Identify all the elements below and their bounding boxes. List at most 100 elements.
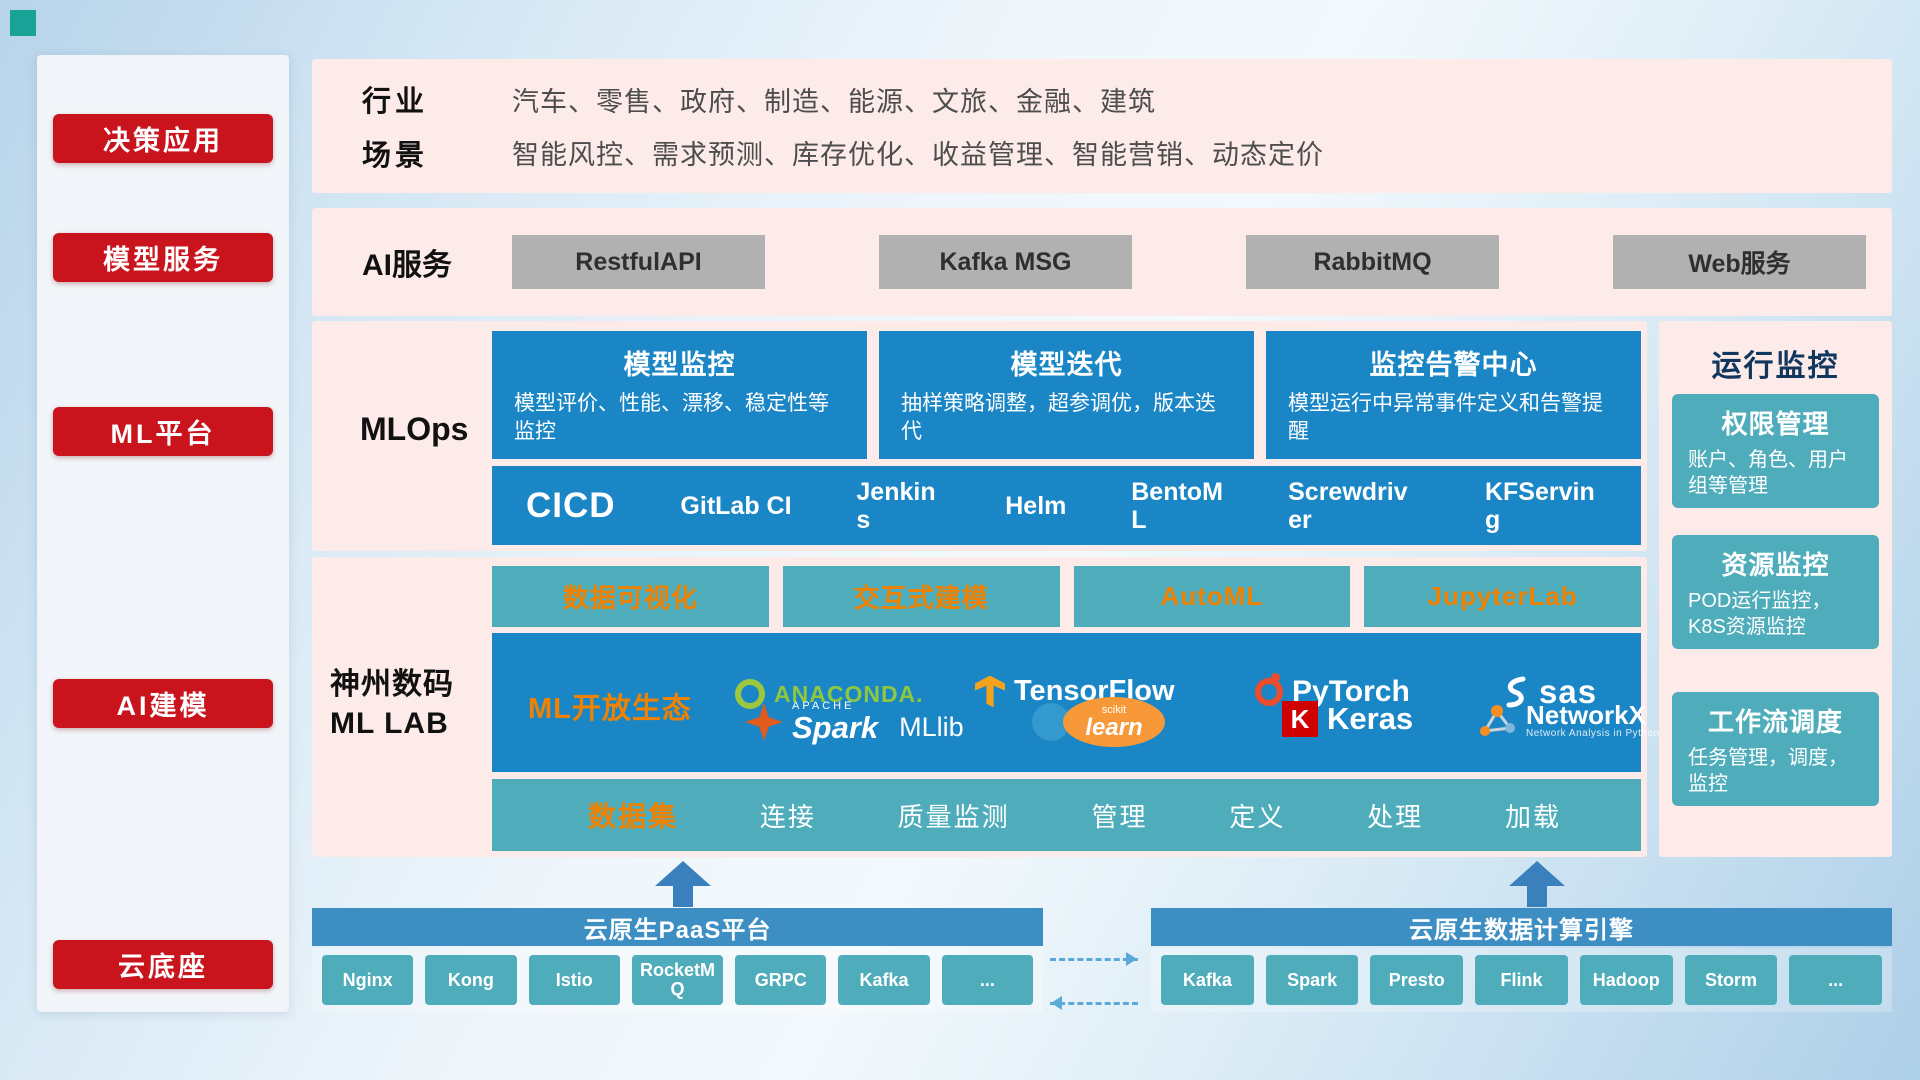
scenario-row: 场景 智能风控、需求预测、库存优化、收益管理、智能营销、动态定价 xyxy=(362,132,1872,174)
dataset-step-define: 定义 xyxy=(1229,801,1286,832)
kafka-msg-button[interactable]: Kafka MSG xyxy=(879,235,1132,289)
card-title: 权限管理 xyxy=(1721,409,1830,439)
dashed-arrow-right-icon xyxy=(1050,952,1138,966)
pytorch-icon xyxy=(1255,673,1283,706)
paas-tech-rocketmq[interactable]: RocketMQ xyxy=(631,955,724,1005)
spark-wordmark: APACHE Spark xyxy=(792,700,879,745)
ml-lab-tools: 数据可视化 交互式建模 AutoML JupyterLab xyxy=(492,566,1641,627)
cicd-item-helm: Helm xyxy=(1005,491,1067,520)
ml-lab-label: 神州数码 ML LAB xyxy=(330,665,488,743)
model-monitor-card: 模型监控 模型评价、性能、漂移、稳定性等监控 xyxy=(492,331,867,459)
industry-scenario-panel: 行业 汽车、零售、政府、制造、能源、文旅、金融、建筑 场景 智能风控、需求预测、… xyxy=(312,59,1892,193)
engine-tech-spark[interactable]: Spark xyxy=(1265,955,1359,1005)
ml-lab-panel: 神州数码 ML LAB 数据可视化 交互式建模 AutoML JupyterLa… xyxy=(312,557,1659,857)
paas-tech-kafka[interactable]: Kafka xyxy=(838,955,930,1005)
anaconda-wordmark: ANACONDA. xyxy=(774,680,924,707)
sas-icon xyxy=(1506,676,1526,708)
paas-tech-grpc[interactable]: GRPC xyxy=(735,955,827,1005)
workflow-scheduler-card: 工作流调度 任务管理，调度，监控 xyxy=(1672,692,1879,806)
card-desc: 模型运行中异常事件定义和告警提醒 xyxy=(1288,392,1603,444)
anaconda-logo: ANACONDA. xyxy=(735,679,924,709)
up-arrow-icon xyxy=(1509,861,1565,907)
tensorflow-icon xyxy=(975,675,1005,708)
sklearn-oval-icon: scikit learn xyxy=(1063,697,1165,747)
anaconda-icon xyxy=(735,679,765,709)
scenario-label: 场景 xyxy=(362,139,429,172)
engine-tech-presto[interactable]: Presto xyxy=(1370,955,1464,1005)
paas-tech-nginx[interactable]: Nginx xyxy=(322,955,414,1005)
alert-center-card: 监控告警中心 模型运行中异常事件定义和告警提醒 xyxy=(1266,331,1641,459)
sidebar-item-cloud-base[interactable]: 云底座 xyxy=(53,940,273,989)
automl-button[interactable]: AutoML xyxy=(1073,566,1351,627)
paas-tech-kong[interactable]: Kong xyxy=(425,955,517,1005)
sklearn-scikit-label: scikit xyxy=(1101,703,1127,716)
cicd-item-screwdriver: Screwdriver xyxy=(1288,477,1408,534)
ml-lab-label-line2: ML LAB xyxy=(330,707,449,740)
data-engine-header: 云原生数据计算引擎 xyxy=(1151,908,1892,946)
card-desc: 任务管理，调度，监控 xyxy=(1688,747,1848,795)
engine-tech-hadoop[interactable]: Hadoop xyxy=(1579,955,1673,1005)
resource-monitor-card: 资源监控 POD运行监控，K8S资源监控 xyxy=(1672,535,1879,649)
cicd-label: CICD xyxy=(526,485,616,525)
dataset-bar: 数据集 连接 质量监测 管理 定义 处理 加载 xyxy=(492,779,1641,851)
mlops-cards: 模型监控 模型评价、性能、漂移、稳定性等监控 模型迭代 抽样策略调整，超参调优，… xyxy=(492,331,1641,459)
paas-tech-row: Nginx Kong Istio RocketMQ GRPC Kafka ... xyxy=(312,948,1043,1012)
card-title: 模型监控 xyxy=(623,350,736,380)
engine-tech-flink[interactable]: Flink xyxy=(1475,955,1568,1005)
layer-sidebar: 决策应用 模型服务 ML平台 AI建模 云底座 xyxy=(37,55,289,1012)
spark-star-icon xyxy=(745,703,783,741)
industry-list: 汽车、零售、政府、制造、能源、文旅、金融、建筑 xyxy=(512,86,1156,117)
engine-tech-kafka[interactable]: Kafka xyxy=(1161,955,1254,1005)
networkx-subtitle: Network Analysis in Python xyxy=(1526,728,1660,740)
jupyterlab-button[interactable]: JupyterLab xyxy=(1364,566,1641,627)
ml-lab-label-line1: 神州数码 xyxy=(330,668,454,701)
sas-logo: sas xyxy=(1500,673,1597,711)
interactive-modeling-button[interactable]: 交互式建模 xyxy=(782,566,1060,627)
card-desc: 抽样策略调整，超参调优，版本迭代 xyxy=(901,392,1216,444)
industry-row: 行业 汽车、零售、政府、制造、能源、文旅、金融、建筑 xyxy=(362,78,1872,120)
ml-ecosystem-box: ML开放生态 ANACONDA. TensorFlow PyTorch sas xyxy=(492,633,1659,772)
rabbitmq-button[interactable]: RabbitMQ xyxy=(1246,235,1499,289)
engine-tech-storm[interactable]: Storm xyxy=(1684,955,1778,1005)
spark-apache-label: APACHE xyxy=(792,700,855,712)
spark-label: Spark xyxy=(792,710,879,745)
cicd-item-gitlab-ci: GitLab CI xyxy=(680,491,792,520)
dashed-arrow-left-icon xyxy=(1050,996,1138,1010)
engine-tech-row: Kafka Spark Presto Flink Hadoop Storm ..… xyxy=(1151,948,1892,1012)
mlops-panel: MLOps 模型监控 模型评价、性能、漂移、稳定性等监控 模型迭代 抽样策略调整… xyxy=(312,321,1647,551)
cicd-item-jenkins: Jenkins xyxy=(856,477,936,534)
mlops-label: MLOps xyxy=(360,411,469,447)
runtime-monitor-title: 运行监控 xyxy=(1711,350,1840,383)
card-title: 模型迭代 xyxy=(1010,350,1123,380)
sklearn-learn-label: learn xyxy=(1085,713,1143,741)
dataset-step-load: 加载 xyxy=(1504,801,1561,832)
sidebar-item-ml-platform[interactable]: ML平台 xyxy=(53,407,273,456)
card-desc: 模型评价、性能、漂移、稳定性等监控 xyxy=(514,392,829,444)
keras-logo: K Keras xyxy=(1282,701,1413,737)
sidebar-item-decision-apps[interactable]: 决策应用 xyxy=(53,114,273,163)
restfulapi-button[interactable]: RestfulAPI xyxy=(512,235,765,289)
mllib-label: MLlib xyxy=(899,711,964,742)
cicd-bar: CICD GitLab CI Jenkins Helm BentoML Scre… xyxy=(492,466,1641,545)
sidebar-item-ai-modeling[interactable]: AI建模 xyxy=(53,679,273,728)
data-visualization-button[interactable]: 数据可视化 xyxy=(492,566,769,627)
ai-service-panel: AI服务 RestfulAPI Kafka MSG RabbitMQ Web服务 xyxy=(312,208,1892,316)
web-service-button[interactable]: Web服务 xyxy=(1613,235,1866,289)
dataset-step-process: 处理 xyxy=(1367,801,1424,832)
engine-tech-more[interactable]: ... xyxy=(1789,955,1883,1005)
spark-mllib-logo: APACHE Spark MLlib xyxy=(745,701,964,743)
cicd-item-bentoml: BentoML xyxy=(1131,477,1223,534)
corner-mark xyxy=(10,10,36,36)
dataset-step-quality: 质量监测 xyxy=(897,801,1010,832)
card-title: 工作流调度 xyxy=(1707,707,1843,737)
dataset-step-connect: 连接 xyxy=(759,801,816,832)
paas-tech-istio[interactable]: Istio xyxy=(528,955,620,1005)
industry-label: 行业 xyxy=(362,86,429,119)
paas-tech-more[interactable]: ... xyxy=(941,955,1033,1005)
networkx-wordmark: NetworkX Network Analysis in Python xyxy=(1526,701,1660,740)
card-desc: 账户、角色、用户组等管理 xyxy=(1688,449,1848,497)
permission-mgmt-card: 权限管理 账户、角色、用户组等管理 xyxy=(1672,394,1879,508)
sidebar-item-model-service[interactable]: 模型服务 xyxy=(53,233,273,282)
runtime-monitor-panel: 运行监控 权限管理 账户、角色、用户组等管理 资源监控 POD运行监控，K8S资… xyxy=(1659,321,1892,857)
keras-wordmark: Keras xyxy=(1327,701,1414,736)
